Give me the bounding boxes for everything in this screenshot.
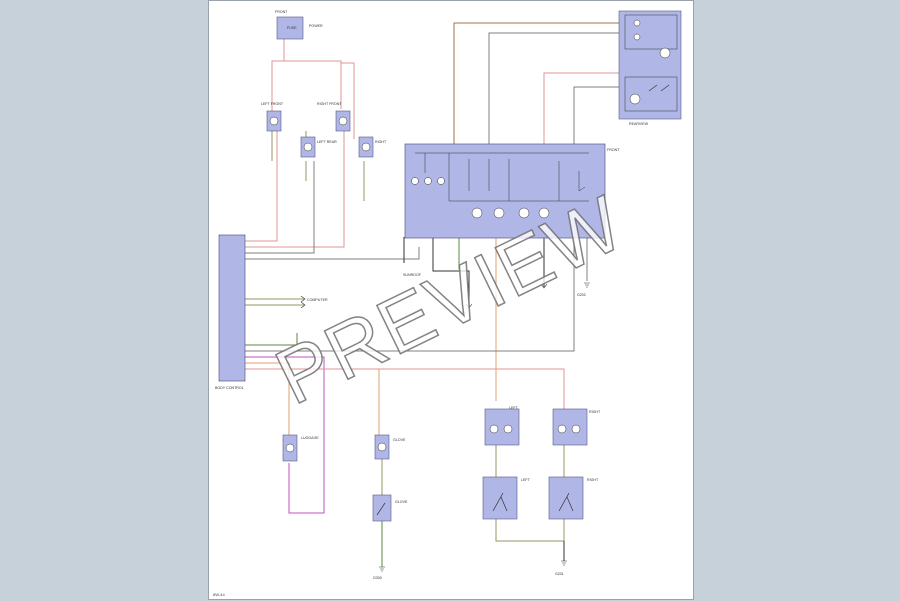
wire-bcm-gray1: [245, 161, 315, 254]
right-vanity-lamp-label: RIGHT: [589, 410, 601, 414]
interior-lamp-circuit: [415, 152, 589, 202]
lamp-bulb-icon: [269, 116, 279, 126]
lamp-bulb-icon: [503, 424, 513, 434]
switch-contact-icon: [648, 84, 670, 92]
switch-contact-icon: [376, 502, 386, 516]
wiring-diagram: FUSE FRONT POWER: [215, 10, 682, 580]
arrow-down-icon: [465, 283, 548, 309]
power-label: POWER: [309, 24, 323, 28]
lamp-bulb-icon: [571, 424, 581, 434]
wire-fuse-left: [271, 37, 285, 113]
lamp-bulb-icon: [338, 116, 348, 126]
ground-mid-label: G300: [373, 576, 382, 580]
wiring-diagram-sheet: FUSE FRONT POWER: [208, 0, 694, 600]
rearview-mirror-lamps: [618, 10, 682, 120]
left-front-lamp-label: LEFT FRONT: [261, 102, 284, 106]
lamp-bulb-icon: [361, 142, 371, 152]
wire-int-1: [453, 22, 619, 146]
glove-switch-label: GLOVE: [395, 500, 408, 504]
wire-fuse-right: [284, 60, 342, 109]
sunroof-label: SUNROOF: [403, 273, 422, 277]
lamp-bulb-icon: [633, 19, 641, 27]
wire-bcm-low1: [245, 333, 298, 346]
lamp-bulb-icon: [303, 142, 313, 152]
mirror-lamp-frame: [624, 14, 678, 50]
left-vanity-mirror-lamps: [484, 408, 520, 446]
wire-int-4: [573, 86, 619, 146]
wire-bcm-gray2: [245, 247, 420, 260]
left-vanity-switch-label: LEFT: [521, 478, 531, 482]
panel-label: FRONT: [275, 10, 288, 14]
ground-bottom-label: G201: [555, 572, 564, 576]
mirror-lamp-frame: [624, 76, 678, 112]
right-vanity-mirror-lamps: [552, 408, 588, 446]
bcm-label: BODY CONTROL: [215, 386, 244, 390]
lamp-bulb-icon: [285, 443, 295, 453]
cdl-label: COMPUTER: [307, 298, 328, 302]
luggage-label: LUGGAGE: [301, 436, 319, 440]
wire-bcm-pink3: [245, 368, 565, 409]
ground-icon: [379, 282, 590, 572]
right-front-lamp-label: RIGHT FRONT: [317, 102, 342, 106]
fuse-block: [276, 16, 304, 40]
wire-van-l2: [495, 519, 565, 542]
switch-contact-icon: [558, 492, 574, 512]
wire-bcm-violet: [245, 356, 325, 514]
wire-bcm-low2: [245, 237, 575, 352]
left-rear-lamp-label: LEFT REAR: [317, 140, 337, 144]
lamp-bulb-icon: [629, 93, 641, 105]
left-vanity-lamp-label: LEFT: [509, 406, 519, 410]
lamp-bulb-icon: [557, 424, 567, 434]
fuse-label: FUSE: [287, 26, 297, 30]
front-interior-label: FRONT: [607, 148, 620, 152]
right-rear-lamp-label: RIGHT: [375, 140, 387, 144]
wire-fuse-far: [341, 62, 355, 139]
ground-right-label: G202: [577, 293, 586, 297]
wire-int-3: [543, 72, 619, 146]
arrow-right-icon: [300, 295, 306, 309]
page-reference: 8W-44: [213, 592, 225, 597]
body-control-module: [218, 234, 246, 382]
wires: [245, 22, 619, 567]
lamp-bulb-icon: [489, 424, 499, 434]
interior-lamp-bulbs: [411, 177, 550, 219]
glove-lamp-label: GLOVE: [393, 438, 406, 442]
wire-bcm-orange: [245, 362, 290, 437]
rearview-label: REARVIEW: [629, 122, 649, 126]
switch-contact-icon: [492, 492, 508, 512]
front-interior-lamps-assembly: [404, 143, 606, 239]
component-labels: LEFT FRONT RIGHT FRONT LEFT REAR RIGHT F…: [215, 102, 649, 580]
components: FUSE FRONT POWER: [218, 10, 682, 572]
wire-int-2: [488, 32, 619, 146]
lamp-bulb-icon: [633, 33, 641, 41]
lamp-bulb-icon: [659, 47, 671, 59]
wire-bcm-pink1: [245, 131, 278, 242]
wire-bcm-pink2: [245, 131, 345, 248]
right-vanity-switch-label: RIGHT: [587, 478, 599, 482]
wire-out-2: [432, 237, 470, 307]
lamp-bulb-icon: [377, 442, 387, 452]
